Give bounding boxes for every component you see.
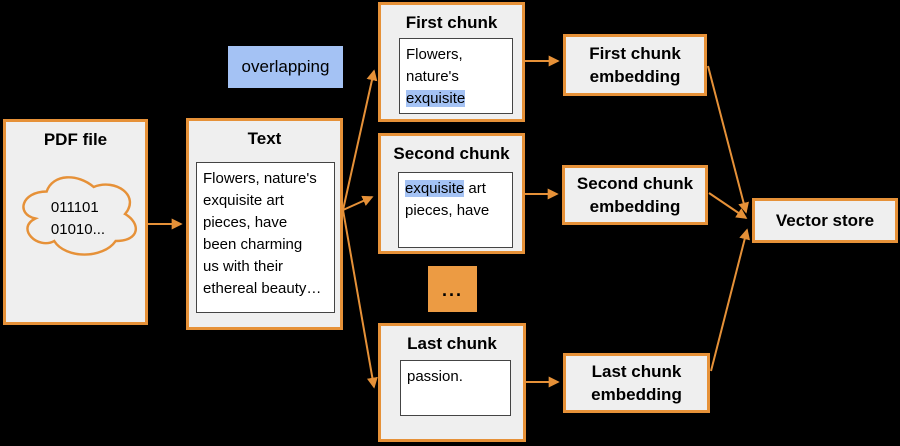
first-chunk-body: Flowers, nature's exquisite	[399, 38, 513, 114]
last-chunk-embedding-box: Last chunk embedding	[563, 353, 710, 413]
first-chunk-embedding-box: First chunk embedding	[563, 34, 707, 96]
last-chunk-body: passion.	[400, 360, 511, 416]
arrow-last-embedding-to-store	[710, 228, 751, 372]
last-chunk-title: Last chunk	[407, 334, 497, 353]
second-chunk-body: exquisite art pieces, have	[398, 172, 513, 248]
second-chunk-box: Second chunk exquisite art pieces, have	[378, 133, 525, 254]
first-chunk-highlight: exquisite	[406, 90, 466, 107]
binary-cloud-icon: 011101 01010...	[12, 166, 144, 262]
cloud-outline	[22, 176, 137, 256]
last-chunk-box: Last chunk passion.	[378, 323, 526, 442]
second-chunk-highlight: exquisite	[405, 180, 465, 197]
first-chunk-box: First chunk Flowers, nature's exquisite	[378, 2, 525, 122]
second-chunk-embedding-box: Second chunk embedding	[562, 165, 708, 225]
arrow-second-embedding-to-store	[708, 192, 748, 219]
vector-store-box: Vector store	[752, 198, 898, 243]
more-chunks-ellipsis: ...	[428, 266, 477, 312]
arrow-text-to-first-chunk	[342, 69, 378, 211]
overlapping-label: overlapping	[228, 46, 343, 88]
second-chunk-post: art pieces, have	[405, 180, 490, 219]
first-chunk-pre: Flowers, nature's	[406, 46, 463, 85]
text-box-title: Text	[247, 129, 282, 148]
cloud-binary-text: 011101 01010...	[50, 199, 106, 238]
pdf-file-box: PDF file 011101 01010...	[3, 119, 148, 325]
last-chunk-pre: passion.	[407, 368, 463, 385]
text-box-body: Flowers, nature's exquisite art pieces, …	[196, 162, 335, 313]
arrow-first-embedding-to-store	[707, 65, 749, 214]
second-chunk-title: Second chunk	[393, 144, 510, 163]
pdf-file-title: PDF file	[43, 130, 108, 149]
first-chunk-title: First chunk	[405, 13, 498, 32]
arrow-text-to-second-chunk	[342, 195, 374, 211]
arrow-text-to-last-chunk	[342, 209, 378, 389]
text-box: Text Flowers, nature's exquisite art pie…	[186, 118, 343, 330]
